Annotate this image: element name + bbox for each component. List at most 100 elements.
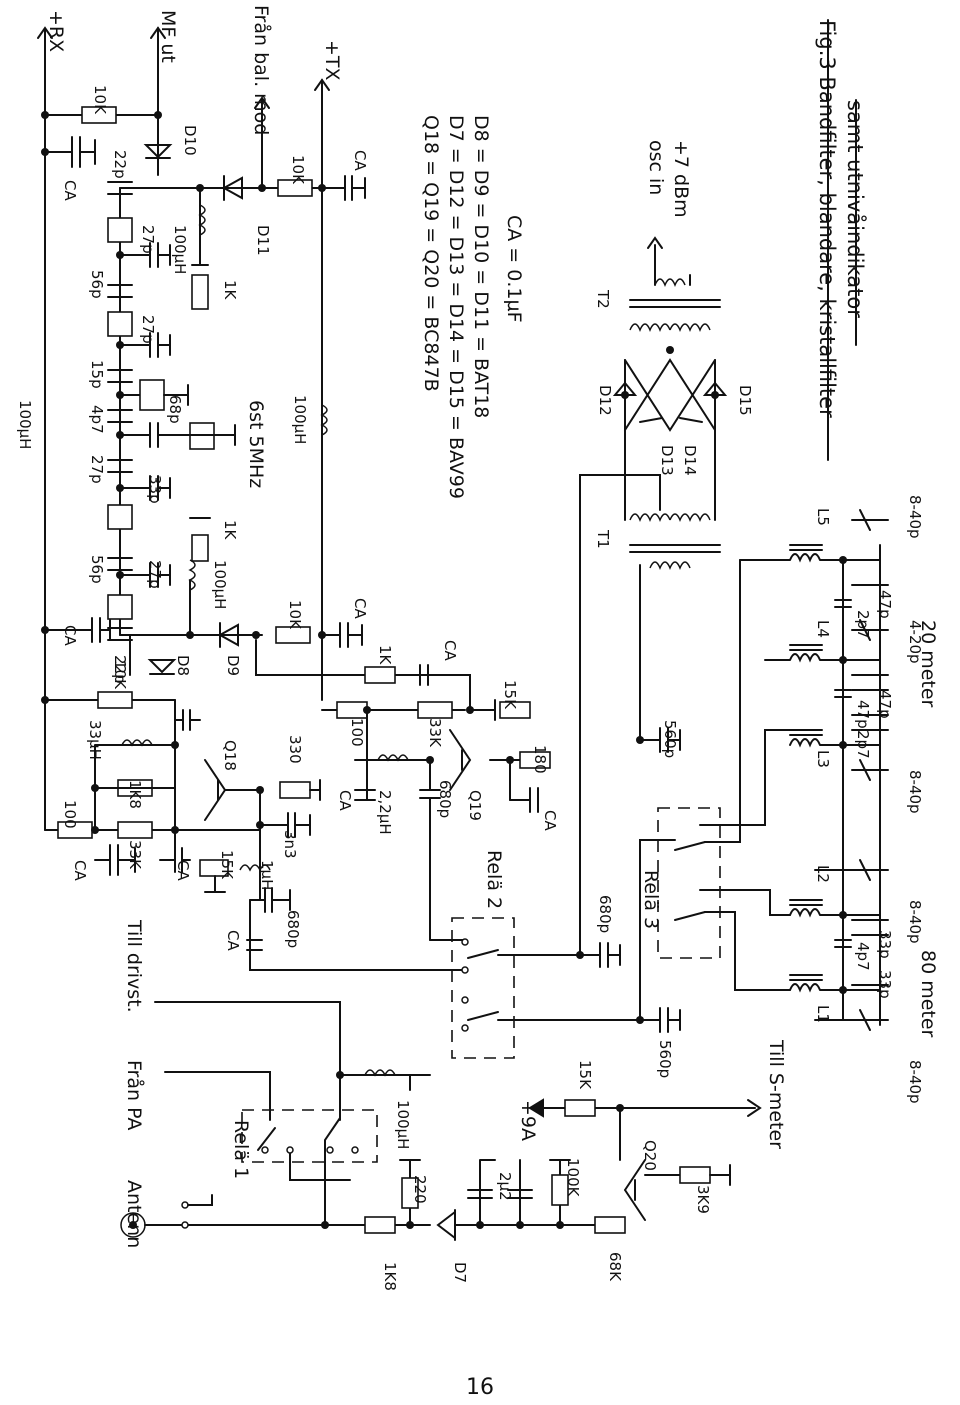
component-label-l15K_a: 15K <box>218 850 236 880</box>
component-label-l10K_d: 10K <box>286 600 304 630</box>
component-label-l47p_b: 47p <box>876 690 894 719</box>
component-label-l3n3: 3n3 <box>281 830 299 859</box>
component-label-l47p_c: 47p <box>876 590 894 619</box>
component-label-lD9: D9 <box>224 655 242 676</box>
component-label-l4p7: 4p7 <box>88 405 106 434</box>
band-filters <box>739 509 889 1031</box>
component-label-lD12: D12 <box>596 385 614 416</box>
component-label-lD10: D10 <box>181 125 199 156</box>
component-label-lD15: D15 <box>736 385 754 416</box>
label-relay-1: Relä 1 <box>230 1120 252 1179</box>
legend-line-2: D7 = D12 = D13 = D14 = D15 = BAV99 <box>445 115 467 499</box>
component-label-l68K: 68K <box>606 1252 624 1282</box>
component-label-l22p_b: 22p <box>111 655 129 684</box>
component-label-l4p7_b: 4p7 <box>854 942 872 971</box>
label-rx: +RX <box>45 10 67 52</box>
component-label-l33uH: 33µH <box>86 720 104 760</box>
component-label-l1K8: 1K8 <box>126 780 144 809</box>
top-section-wiring <box>37 26 551 971</box>
component-label-l100uH_tx: 100µH <box>291 395 309 444</box>
component-label-l100K: 100K <box>564 1158 582 1198</box>
figure-caption: Fig.3 Bandfilter, blandare, kristallfilt… <box>815 19 868 461</box>
label-to-drive: Till drivst. <box>123 919 145 1013</box>
component-label-l100uH_b: 100µH <box>211 560 229 609</box>
component-label-l220: 220 <box>411 1175 429 1204</box>
component-label-lCA_3: CA <box>71 860 89 881</box>
component-label-lD11: D11 <box>254 225 272 256</box>
component-label-l33K_a: 33K <box>126 840 144 870</box>
component-label-l27p_a: 27p <box>88 455 106 484</box>
component-label-lT1: T1 <box>594 529 612 549</box>
component-label-l330: 330 <box>286 735 304 764</box>
component-label-l15K_b: 15K <box>501 680 519 710</box>
label-tx: +TX <box>321 40 343 81</box>
bottom-section-wiring <box>120 727 762 1241</box>
crystal-note: 6st 5MHz <box>245 400 267 488</box>
component-label-l100_a: 100 <box>61 800 79 829</box>
label-relay-3: Relä 3 <box>640 870 662 929</box>
component-label-lQ18: Q18 <box>221 740 239 771</box>
component-label-l47p_a: 47p <box>854 700 872 729</box>
relay-2 <box>451 474 661 1059</box>
component-label-l1K_a: 1K <box>221 280 239 301</box>
component-label-lD8: D8 <box>174 655 192 676</box>
component-label-lD13: D13 <box>658 445 676 476</box>
label-20m: 20 meter <box>917 620 939 708</box>
component-label-l68p: 68p <box>166 395 184 424</box>
component-label-l15K_c: 15K <box>576 1060 594 1090</box>
component-label-l8_40_c: 8-40p <box>906 770 924 814</box>
component-label-l33p_c: 33p <box>876 970 894 999</box>
legend-line-4: CA = 0.1µF <box>503 215 525 323</box>
component-label-l1K_c: 1K <box>376 645 394 666</box>
component-label-l4_20: 4-20p <box>906 620 924 664</box>
component-label-l33p: 33p <box>146 475 164 504</box>
component-label-lQ19: Q19 <box>466 790 484 821</box>
mixer-transformers <box>612 236 728 570</box>
component-label-l100uH_rx: 100µH <box>16 400 34 449</box>
label-osc-level: +7 dBm <box>670 140 692 218</box>
label-from-pa: Från PA <box>123 1060 146 1130</box>
component-label-lCA_6: CA <box>351 598 369 619</box>
component-label-lCA_1: CA <box>61 180 79 201</box>
label-osc-in: osc in <box>645 140 667 195</box>
component-label-l1K8_b: 1K8 <box>381 1262 399 1291</box>
component-label-l2u2: 2µ2 <box>496 1172 514 1201</box>
component-label-lD7: D7 <box>451 1262 469 1283</box>
component-label-lL5: L5 <box>814 508 832 526</box>
component-label-l560p_b: 560p <box>656 1040 674 1078</box>
legend-line-1: Q18 = Q19 = Q20 = BC847B <box>420 115 442 392</box>
legend: Q18 = Q19 = Q20 = BC847B D7 = D12 = D13 … <box>420 115 525 499</box>
component-label-lCA_8: CA <box>336 790 354 811</box>
component-label-l56p_b: 56p <box>88 555 106 584</box>
relay-3 <box>639 559 791 1021</box>
component-label-l680p_c: 680p <box>596 895 614 933</box>
component-label-l27p_c: 27p <box>139 315 157 344</box>
component-label-l100uH_c: 100µH <box>394 1100 412 1149</box>
component-label-l100_b: 100 <box>348 718 366 747</box>
component-label-lD14: D14 <box>681 445 699 476</box>
component-label-l27p_b: 27p <box>139 225 157 254</box>
component-label-lCA_10: CA <box>224 930 242 951</box>
component-label-lCA_7: CA <box>441 640 459 661</box>
component-label-l15p: 15p <box>88 360 106 389</box>
component-label-lT2: T2 <box>594 289 612 309</box>
component-label-l560p_a: 560p <box>661 720 679 758</box>
component-label-l1uH: 1µH <box>258 860 276 890</box>
component-label-l27p_d: 27p <box>146 560 164 589</box>
terminal-labels: +RX MF ut Från bal. mod +TX osc in +7 dB… <box>45 5 939 1248</box>
component-label-l10K_c: 10K <box>289 155 307 185</box>
label-to-smeter: Till S-meter <box>765 1039 787 1149</box>
label-antenna: Antenn <box>123 1180 145 1248</box>
component-label-lL3: L3 <box>814 750 832 768</box>
label-plus9a: +9A <box>517 1100 539 1141</box>
label-relay-2: Relä 2 <box>483 850 505 909</box>
component-label-lQ20: Q20 <box>641 1140 659 1171</box>
component-label-l8_40_d: 8-40p <box>906 495 924 539</box>
component-label-l2p7_a: 2p7 <box>854 730 872 759</box>
component-label-l22p_a: 22p <box>111 150 129 179</box>
component-label-l8_40_b: 8-40p <box>906 900 924 944</box>
component-label-l10K_top: 10K <box>91 85 109 115</box>
label-80m: 80 meter <box>917 950 939 1038</box>
